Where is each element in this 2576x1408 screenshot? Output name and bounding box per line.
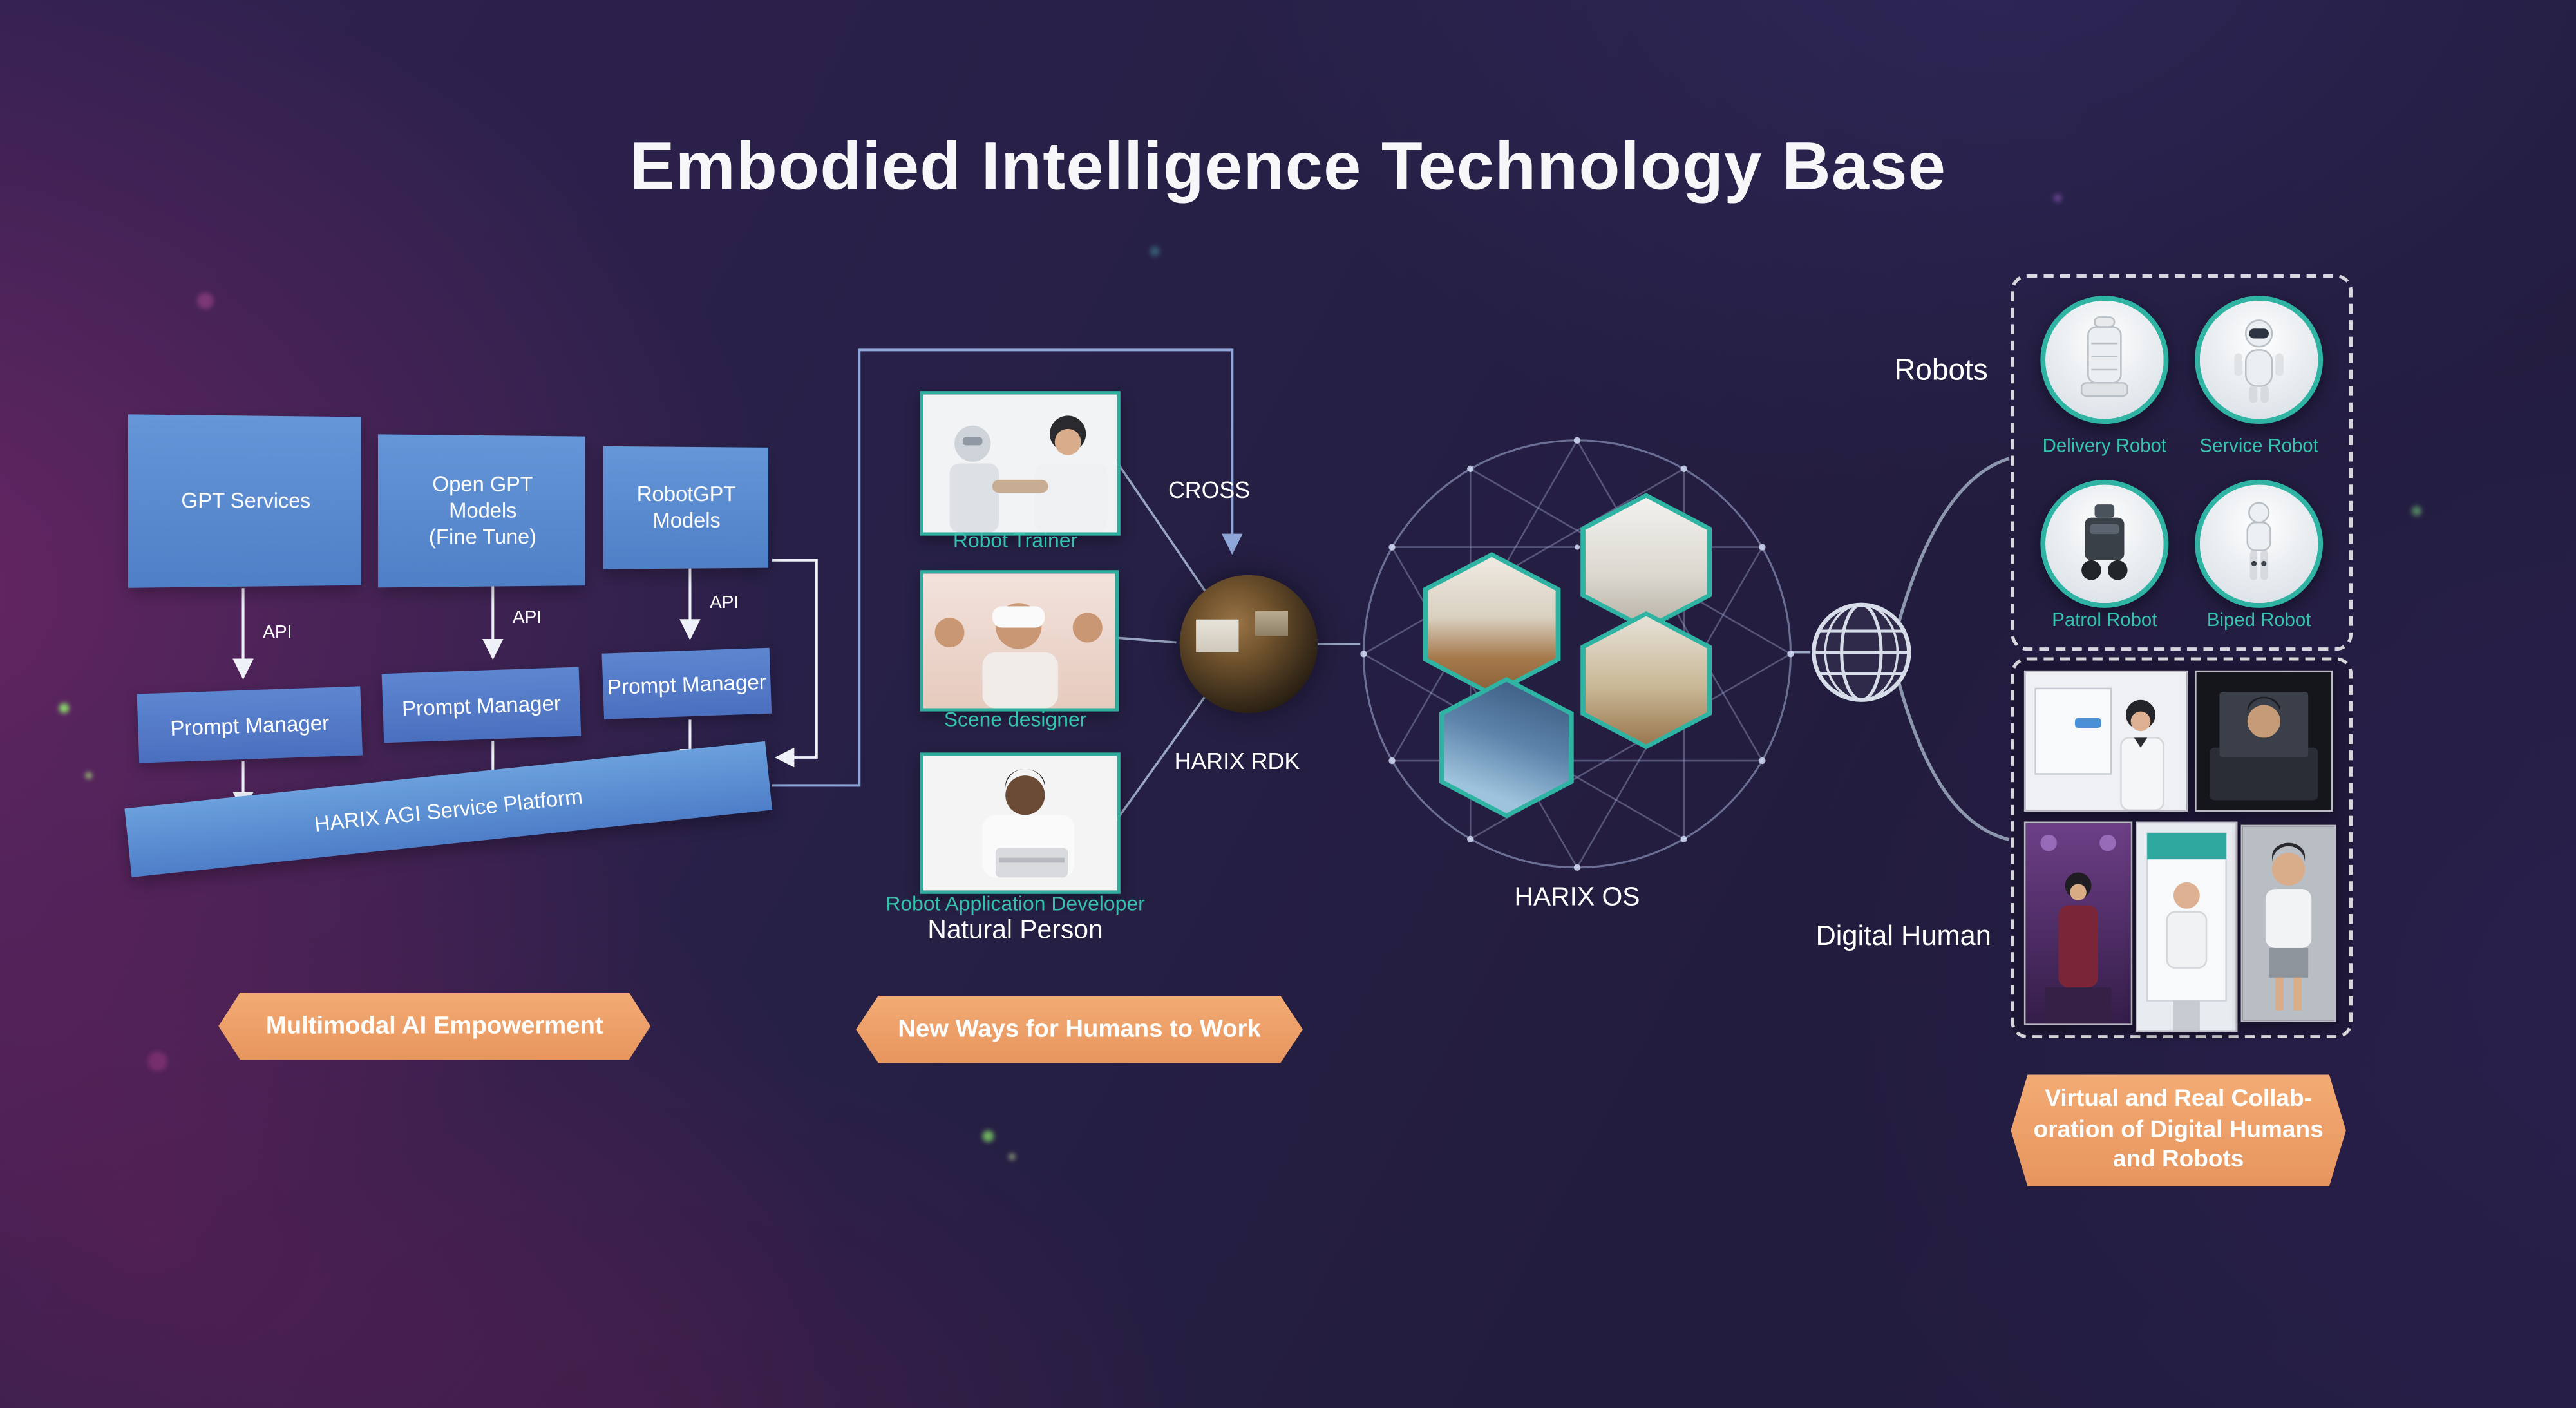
service-robot-icon: [2234, 319, 2284, 403]
globe-icon: [1812, 602, 1911, 702]
api-label-2: API: [512, 607, 542, 628]
biped-robot-icon: [2246, 502, 2271, 580]
digital-human-child-image: [2240, 824, 2336, 1022]
digital-human-video-call-graphic: [2196, 672, 2331, 810]
digital-human-presenter-graphic: [2025, 672, 2187, 810]
bokeh-dot: [2053, 194, 2062, 202]
cross-label: CROSS: [1168, 476, 1251, 503]
bokeh-dot: [59, 703, 70, 714]
api-label-3: API: [710, 593, 739, 613]
digital-human-stage-graphic: [2025, 823, 2131, 1024]
robot-trainer-image: [923, 394, 1117, 533]
robot-label-delivery: Delivery Robot: [2042, 437, 2167, 457]
prompt-manager-box-1: Prompt Manager: [137, 686, 363, 763]
digital-human-presenter-image: [2023, 670, 2188, 812]
robots-box: [2011, 274, 2353, 651]
persona-label-scene-designer: Scene designer: [943, 708, 1087, 732]
banner-label: New Ways for Humans to Work: [898, 1014, 1261, 1043]
digital-human-kiosk-graphic: [2137, 823, 2236, 1031]
harix-rdk-sphere-image: [1179, 575, 1318, 714]
bokeh-dot: [982, 1130, 994, 1142]
model-box-label: GPT Services: [181, 488, 311, 513]
patrol-robot-icon: [2081, 504, 2128, 580]
prompt-manager-label: Prompt Manager: [401, 689, 562, 720]
model-box-label: Open GPT Models (Fine Tune): [428, 470, 536, 549]
photo-robot-application-developer: [920, 752, 1121, 894]
hex-scene-office: [1423, 552, 1561, 697]
banner-virtual-real-collaboration: Virtual and Real Collab- oration of Digi…: [2011, 1074, 2346, 1186]
biped-robot-image: [2195, 479, 2324, 608]
prompt-manager-box-2: Prompt Manager: [381, 667, 582, 743]
delivery-robot-image: [2040, 296, 2169, 424]
banner-line: oration of Digital Humans: [2033, 1116, 2324, 1143]
scene-designer-image: [923, 573, 1116, 709]
banner-label: Multimodal AI Empowerment: [265, 1011, 603, 1040]
hex-scene-image: [1427, 557, 1556, 692]
harix-rdk-label: HARIX RDK: [1174, 747, 1300, 774]
photo-robot-trainer: [920, 391, 1121, 536]
bokeh-dot: [1150, 246, 1160, 256]
digital-human-label: Digital Human: [1815, 920, 1991, 952]
model-box-robotgpt: RobotGPT Models: [603, 446, 769, 569]
photo-scene-designer: [920, 570, 1119, 712]
banner-line: Virtual and Real Collab-: [2045, 1085, 2312, 1112]
model-box-gpt-services: GPT Services: [128, 414, 361, 588]
platform-label: HARIX AGI Service Platform: [313, 783, 584, 836]
service-robot-image: [2195, 296, 2324, 424]
page-title: Embodied Intelligence Technology Base: [629, 128, 1947, 204]
robot-label-biped: Biped Robot: [2206, 611, 2311, 631]
digital-human-kiosk-image: [2136, 821, 2238, 1032]
hex-scene-image: [1444, 681, 1569, 813]
bokeh-dot: [1009, 1153, 1016, 1161]
bokeh-dot: [147, 1051, 168, 1072]
robot-label-patrol: Patrol Robot: [2052, 611, 2157, 631]
model-box-label: RobotGPT Models: [636, 480, 736, 533]
prompt-manager-label: Prompt Manager: [169, 709, 330, 740]
digital-human-child-graphic: [2242, 826, 2334, 1021]
hex-scene-image: [1585, 616, 1707, 745]
bokeh-dot: [85, 772, 92, 779]
hex-scene-industrial: [1439, 677, 1574, 819]
banner-new-ways: New Ways for Humans to Work: [856, 995, 1303, 1063]
bokeh-dot: [197, 292, 214, 309]
persona-label-robot-trainer: Robot Trainer: [952, 529, 1078, 553]
digital-human-video-call-image: [2195, 670, 2333, 812]
natural-person-label: Natural Person: [927, 917, 1103, 945]
hex-scene-image: [1585, 497, 1707, 626]
prompt-manager-label: Prompt Manager: [607, 668, 767, 699]
persona-label-robot-application-developer: Robot Application Developer: [886, 892, 1145, 915]
model-box-open-gpt: Open GPT Models (Fine Tune): [377, 434, 585, 588]
prompt-manager-box-3: Prompt Manager: [601, 647, 772, 719]
hex-scene-ceiling: [1580, 493, 1712, 631]
banner-line: and Robots: [2112, 1147, 2244, 1174]
robot-application-developer-image: [923, 756, 1117, 891]
robots-label: Robots: [1894, 353, 1988, 386]
bokeh-dot: [2411, 506, 2422, 517]
banner-multimodal-ai: Multimodal AI Empowerment: [218, 992, 651, 1060]
patrol-robot-image: [2040, 479, 2169, 608]
api-label-1: API: [263, 622, 292, 643]
digital-human-stage-image: [2023, 821, 2133, 1025]
harix-os-label: HARIX OS: [1514, 884, 1640, 912]
delivery-robot-icon: [2080, 316, 2128, 397]
robot-label-service: Service Robot: [2199, 437, 2318, 457]
